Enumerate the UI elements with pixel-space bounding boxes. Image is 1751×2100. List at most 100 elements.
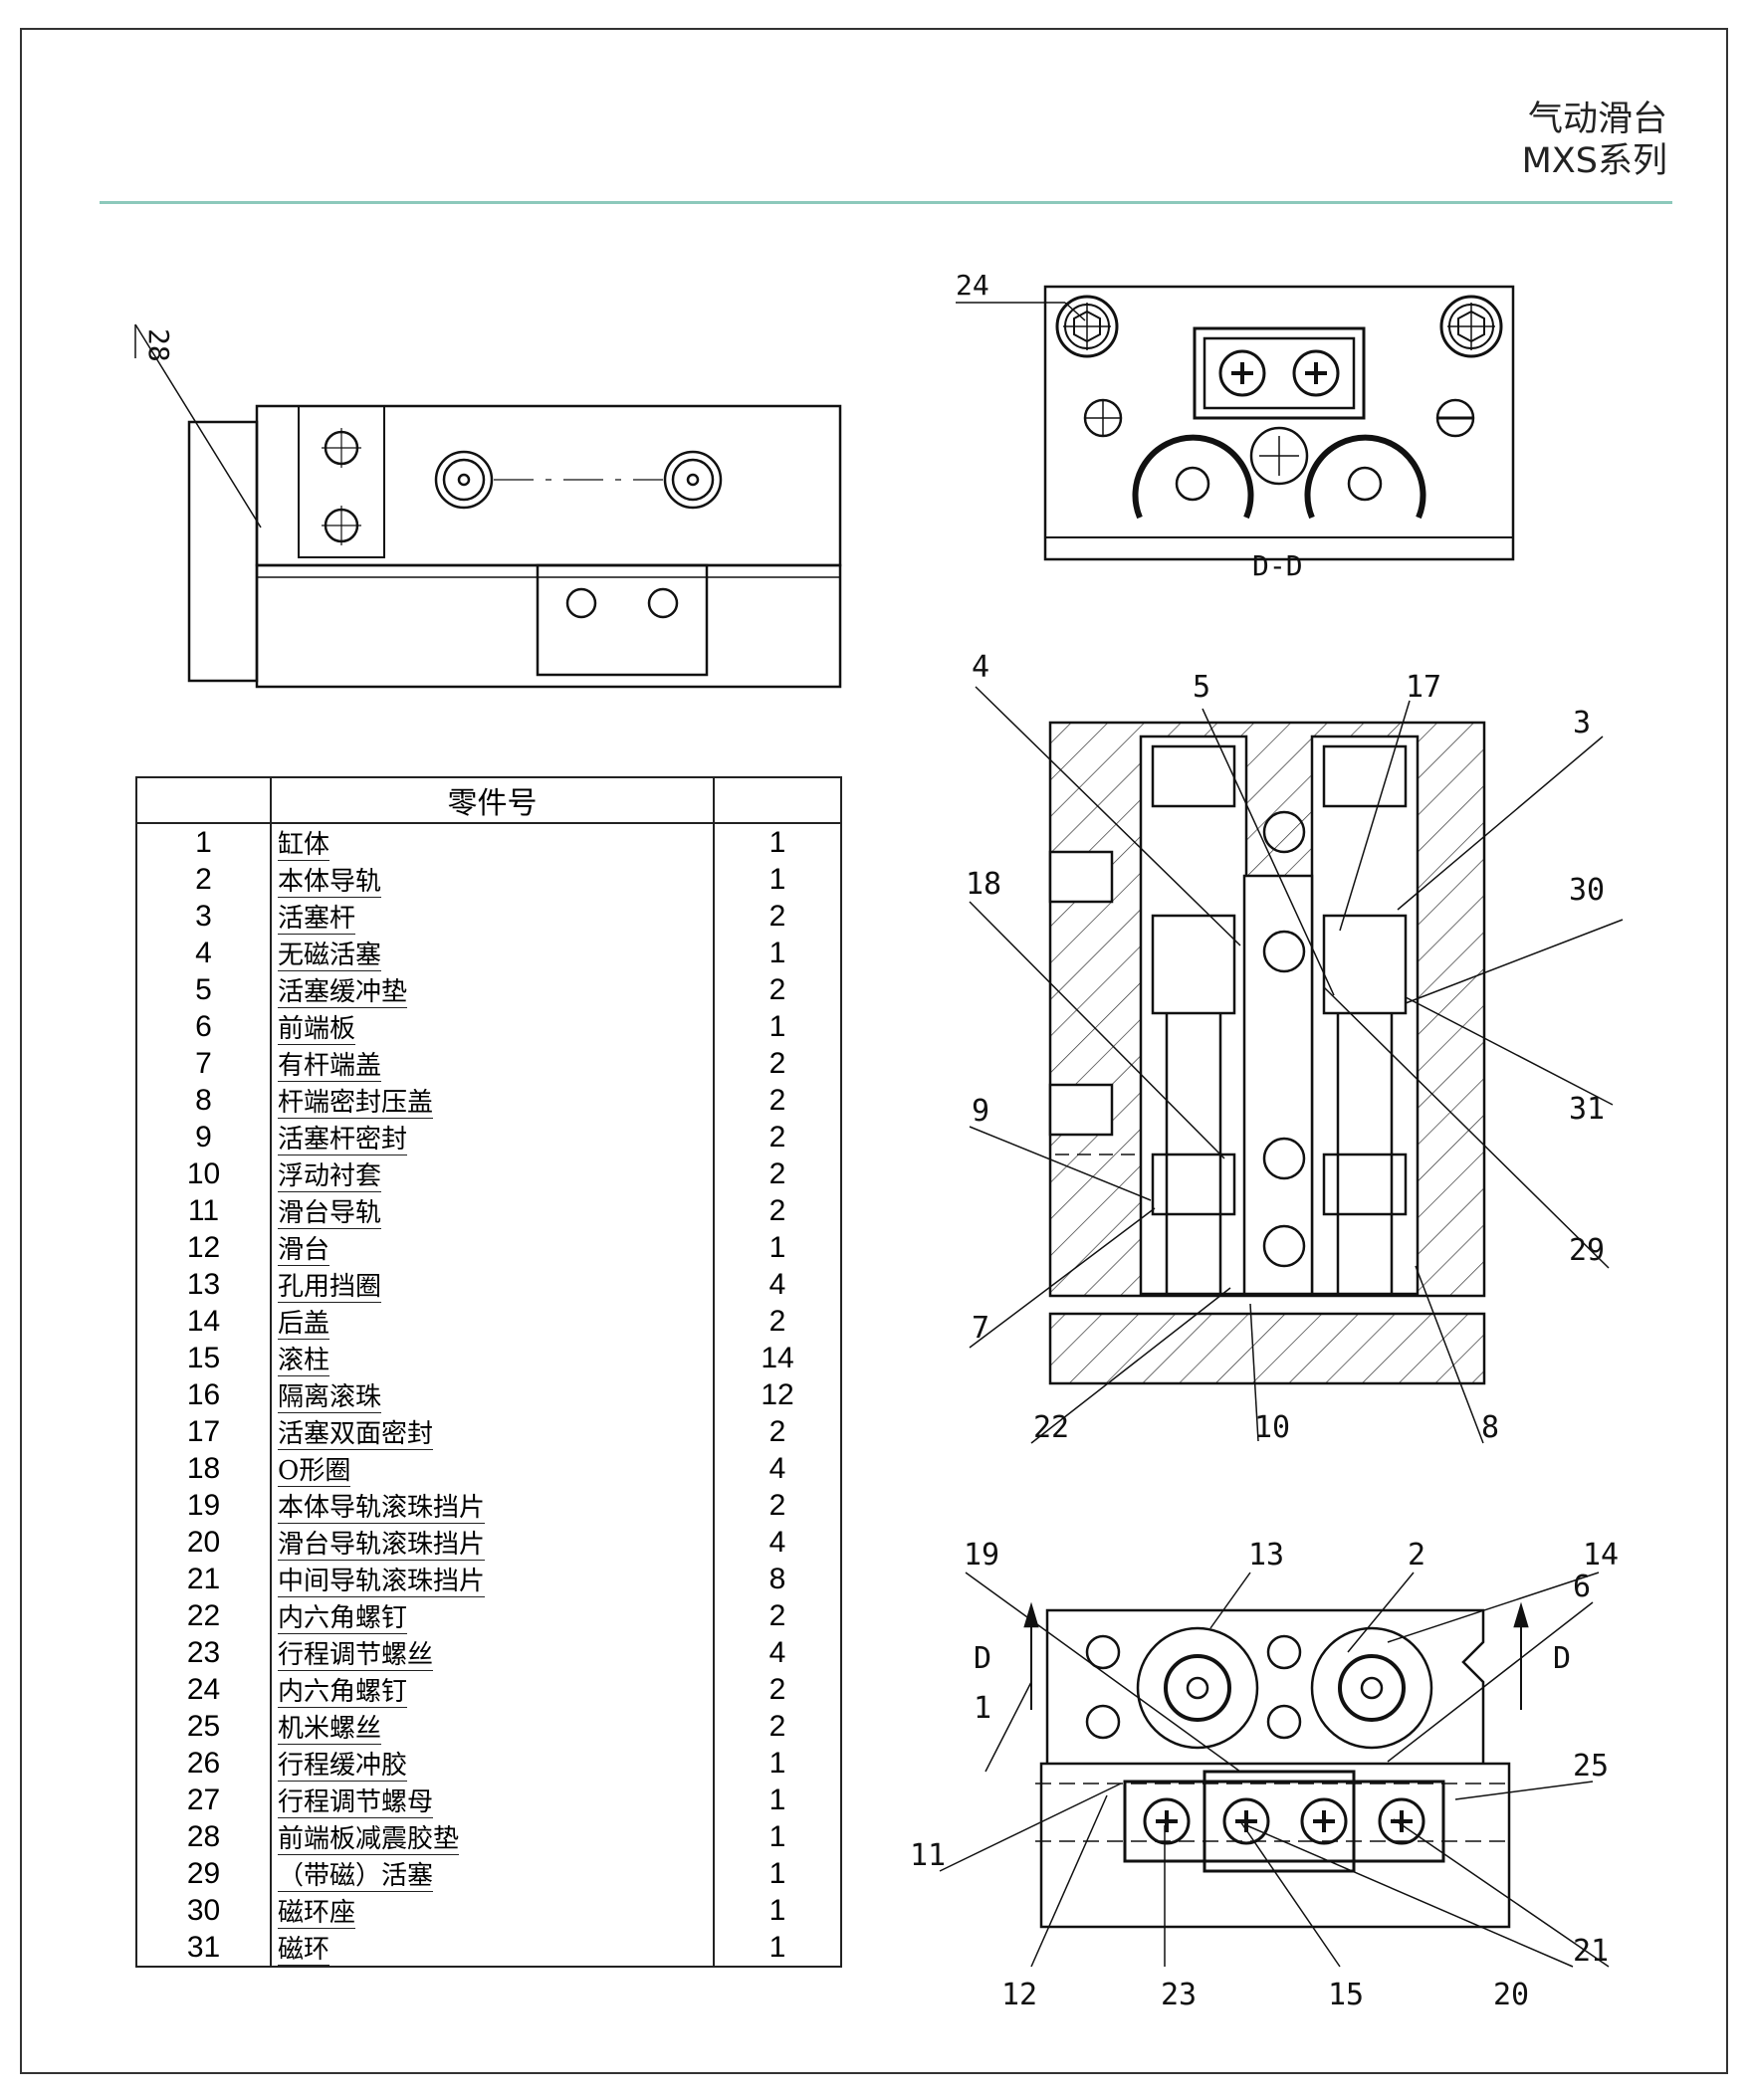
part-name-cell: 机米螺丝 bbox=[270, 1708, 715, 1745]
section-label: D-D bbox=[1252, 549, 1303, 582]
part-name: 活塞杆 bbox=[278, 904, 356, 935]
part-number: 3 bbox=[135, 898, 272, 935]
part-name: 行程调节螺丝 bbox=[278, 1640, 434, 1671]
cut-label-right: D bbox=[1553, 1641, 1571, 1676]
part-name-cell: 后盖 bbox=[270, 1303, 715, 1340]
callout-29: 29 bbox=[1569, 1233, 1605, 1268]
part-number: 15 bbox=[135, 1340, 272, 1376]
part-quantity: 2 bbox=[713, 1155, 842, 1192]
callout-4: 4 bbox=[972, 650, 989, 685]
part-name: O形圈 bbox=[278, 1456, 351, 1487]
part-quantity: 2 bbox=[713, 1671, 842, 1708]
callout-21: 21 bbox=[1573, 1934, 1609, 1969]
part-name: 中间导轨滚珠挡片 bbox=[278, 1567, 486, 1597]
part-number: 29 bbox=[135, 1855, 272, 1892]
part-name-cell: 本体导轨 bbox=[270, 861, 715, 898]
part-quantity: 14 bbox=[713, 1340, 842, 1376]
part-name: 磁环座 bbox=[278, 1898, 356, 1929]
part-name: 机米螺丝 bbox=[278, 1714, 382, 1745]
part-name-cell: 有杆端盖 bbox=[270, 1045, 715, 1082]
part-name: 滑台导轨滚珠挡片 bbox=[278, 1530, 486, 1561]
header-rule bbox=[100, 201, 1672, 204]
callout-10: 10 bbox=[1254, 1410, 1290, 1445]
part-quantity: 2 bbox=[713, 1303, 842, 1340]
callout-3: 3 bbox=[1573, 706, 1591, 740]
part-number: 22 bbox=[135, 1597, 272, 1634]
part-name-cell: 缸体 bbox=[270, 823, 715, 861]
series-name: MXS系列 bbox=[1521, 141, 1667, 181]
part-quantity: 1 bbox=[713, 1855, 842, 1892]
part-number: 12 bbox=[135, 1229, 272, 1266]
callout-8: 8 bbox=[1481, 1410, 1499, 1445]
part-quantity: 1 bbox=[713, 823, 842, 861]
part-name-cell: 磁环座 bbox=[270, 1892, 715, 1929]
part-name-cell: 行程调节螺母 bbox=[270, 1782, 715, 1818]
part-name: 活塞杆密封 bbox=[278, 1125, 408, 1155]
part-name-cell: 浮动衬套 bbox=[270, 1155, 715, 1192]
part-name-cell: （带磁）活塞 bbox=[270, 1855, 715, 1892]
part-name: 孔用挡圈 bbox=[278, 1272, 382, 1303]
part-quantity: 1 bbox=[713, 1782, 842, 1818]
part-quantity: 4 bbox=[713, 1634, 842, 1671]
part-quantity: 4 bbox=[713, 1450, 842, 1487]
part-name-cell: 滑台 bbox=[270, 1229, 715, 1266]
part-name: 有杆端盖 bbox=[278, 1051, 382, 1082]
part-quantity: 4 bbox=[713, 1266, 842, 1303]
part-quantity: 1 bbox=[713, 1229, 842, 1266]
part-name: 活塞双面密封 bbox=[278, 1419, 434, 1450]
part-quantity: 2 bbox=[713, 1708, 842, 1745]
part-number: 20 bbox=[135, 1524, 272, 1561]
part-name-cell: 前端板减震胶垫 bbox=[270, 1818, 715, 1855]
callout-25: 25 bbox=[1573, 1749, 1609, 1784]
callout-12: 12 bbox=[1001, 1978, 1037, 2012]
part-number: 25 bbox=[135, 1708, 272, 1745]
part-quantity: 1 bbox=[713, 1818, 842, 1855]
part-name: 内六角螺钉 bbox=[278, 1603, 408, 1634]
part-quantity: 12 bbox=[713, 1376, 842, 1413]
part-number: 2 bbox=[135, 861, 272, 898]
part-name-cell: 活塞杆 bbox=[270, 898, 715, 935]
part-name-cell: O形圈 bbox=[270, 1450, 715, 1487]
part-quantity: 2 bbox=[713, 971, 842, 1008]
part-number: 23 bbox=[135, 1634, 272, 1671]
side-view bbox=[134, 323, 842, 689]
part-quantity: 2 bbox=[713, 1597, 842, 1634]
part-quantity: 2 bbox=[713, 1119, 842, 1155]
part-name: 活塞缓冲垫 bbox=[278, 977, 408, 1008]
part-name-cell: 滑台导轨 bbox=[270, 1192, 715, 1229]
part-number: 7 bbox=[135, 1045, 272, 1082]
part-name: 内六角螺钉 bbox=[278, 1677, 408, 1708]
part-name-cell: 前端板 bbox=[270, 1008, 715, 1045]
part-name: 滑台 bbox=[278, 1235, 330, 1266]
middle-section-view bbox=[969, 686, 1624, 1444]
callout-15: 15 bbox=[1328, 1978, 1364, 2012]
callout-5: 5 bbox=[1193, 670, 1210, 705]
callout-11: 11 bbox=[910, 1838, 946, 1873]
part-name-cell: 本体导轨滚珠挡片 bbox=[270, 1487, 715, 1524]
part-name: 磁环 bbox=[278, 1935, 330, 1966]
callout-30: 30 bbox=[1569, 873, 1605, 908]
part-name: 滚柱 bbox=[278, 1346, 330, 1376]
part-number: 19 bbox=[135, 1487, 272, 1524]
header-part-no: 零件号 bbox=[270, 777, 715, 824]
part-quantity: 1 bbox=[713, 861, 842, 898]
part-name: 前端板 bbox=[278, 1014, 356, 1045]
part-quantity: 8 bbox=[713, 1561, 842, 1597]
